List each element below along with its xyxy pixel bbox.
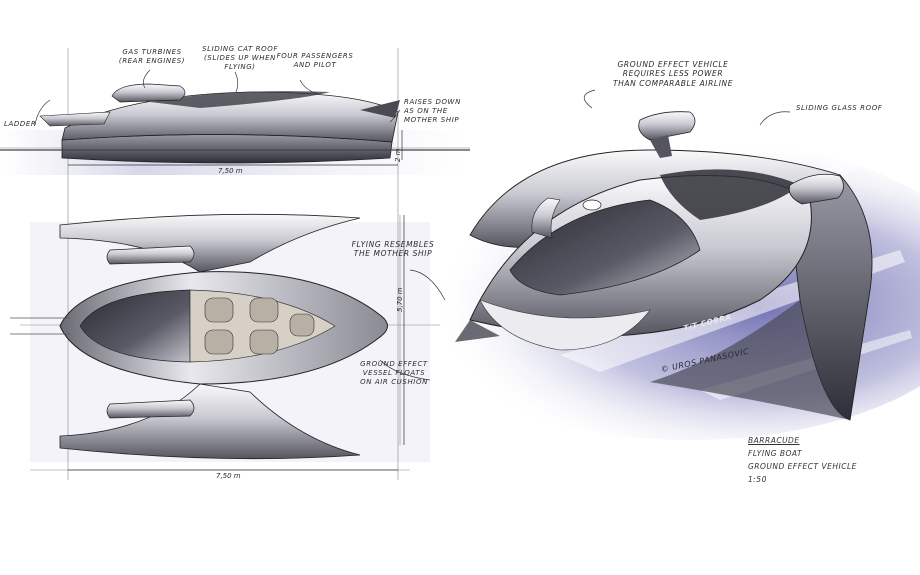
note-four-passengers: Four passengers and pilot [276, 52, 354, 69]
note-sliding-cat-roof: Sliding cat roof (slides up when flying) [202, 45, 278, 71]
title-scale: 1:50 [748, 475, 767, 484]
note-ground-effect-vehicle: Ground effect vehicle requires less powe… [612, 60, 734, 88]
dimension-arrows [68, 130, 405, 471]
dimension-side-height: 2 m [394, 148, 402, 163]
note-ladder: Ladder [4, 120, 37, 128]
note-gas-turbines: Gas turbines (rear engines) [118, 48, 186, 65]
title-line-2: Flying boat [748, 449, 803, 458]
note-ground-effect-vessel: Ground effect vessel floats on air cushi… [360, 360, 428, 386]
title-block: Barracude Flying boat Ground effect vehi… [748, 436, 908, 484]
title-line-1: Barracude [748, 436, 800, 445]
leader-lines [34, 69, 791, 381]
perspective-drawing [455, 30, 905, 421]
dimension-top-length: 7,50 m [216, 472, 241, 480]
dimension-side-length: 7,50 m [218, 167, 243, 175]
note-raises-down: Raises down as on the mother ship [404, 98, 461, 124]
note-flying-resembles: Flying resembles the mother ship [351, 240, 435, 259]
dimension-top-width: 5,70 m [396, 287, 404, 312]
title-line-3: Ground effect vehicle [748, 462, 857, 471]
top-view-drawing [10, 213, 388, 460]
side-view-drawing [0, 83, 470, 164]
note-sliding-glass-roof: Sliding glass roof [796, 104, 883, 112]
